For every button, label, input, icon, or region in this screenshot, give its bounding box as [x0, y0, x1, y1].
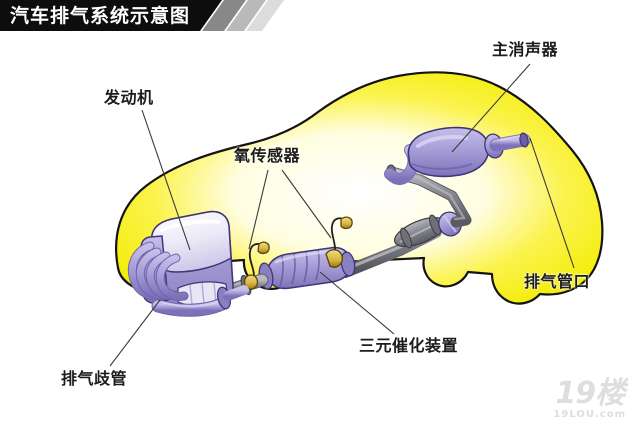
label-tailpipe-outlet: 排气管口 — [524, 272, 591, 291]
label-catalytic-converter: 三元催化装置 — [359, 336, 459, 355]
leader-o2-right — [281, 169, 332, 239]
watermark-domain: 19LOU.com — [553, 409, 626, 420]
banner-stripe-light — [246, 0, 284, 31]
oxygen-sensor-front — [243, 241, 270, 290]
leader-o2-left — [248, 169, 269, 250]
exhaust-manifold — [127, 235, 249, 317]
label-engine: 发动机 — [104, 88, 154, 107]
banner-stripe-dark — [202, 0, 246, 31]
resonator — [394, 214, 446, 249]
watermark-logo-text: 19楼 — [555, 376, 625, 411]
leader-muffler — [451, 63, 531, 153]
oxygen-sensor-rear — [325, 216, 353, 268]
page-title: 汽车排气系统示意图 — [10, 5, 191, 27]
leader-manifold — [109, 299, 161, 367]
car-body-outline — [115, 71, 604, 305]
label-main-muffler: 主消声器 — [492, 40, 559, 59]
label-exhaust-manifold: 排气歧管 — [61, 369, 128, 388]
leader-catalytic — [319, 271, 395, 335]
title-banner: 汽车排气系统示意图 — [0, 0, 290, 34]
banner-black-shape — [0, 0, 222, 31]
leader-lines — [109, 63, 575, 367]
watermark: 19楼 19LOU.com — [553, 379, 626, 421]
tailpipe-outlet — [489, 132, 531, 152]
banner-stripe-mid — [226, 0, 266, 31]
leader-tailpipe — [529, 137, 575, 269]
label-oxygen-sensor: 氧传感器 — [234, 146, 301, 165]
leader-engine — [141, 109, 191, 251]
